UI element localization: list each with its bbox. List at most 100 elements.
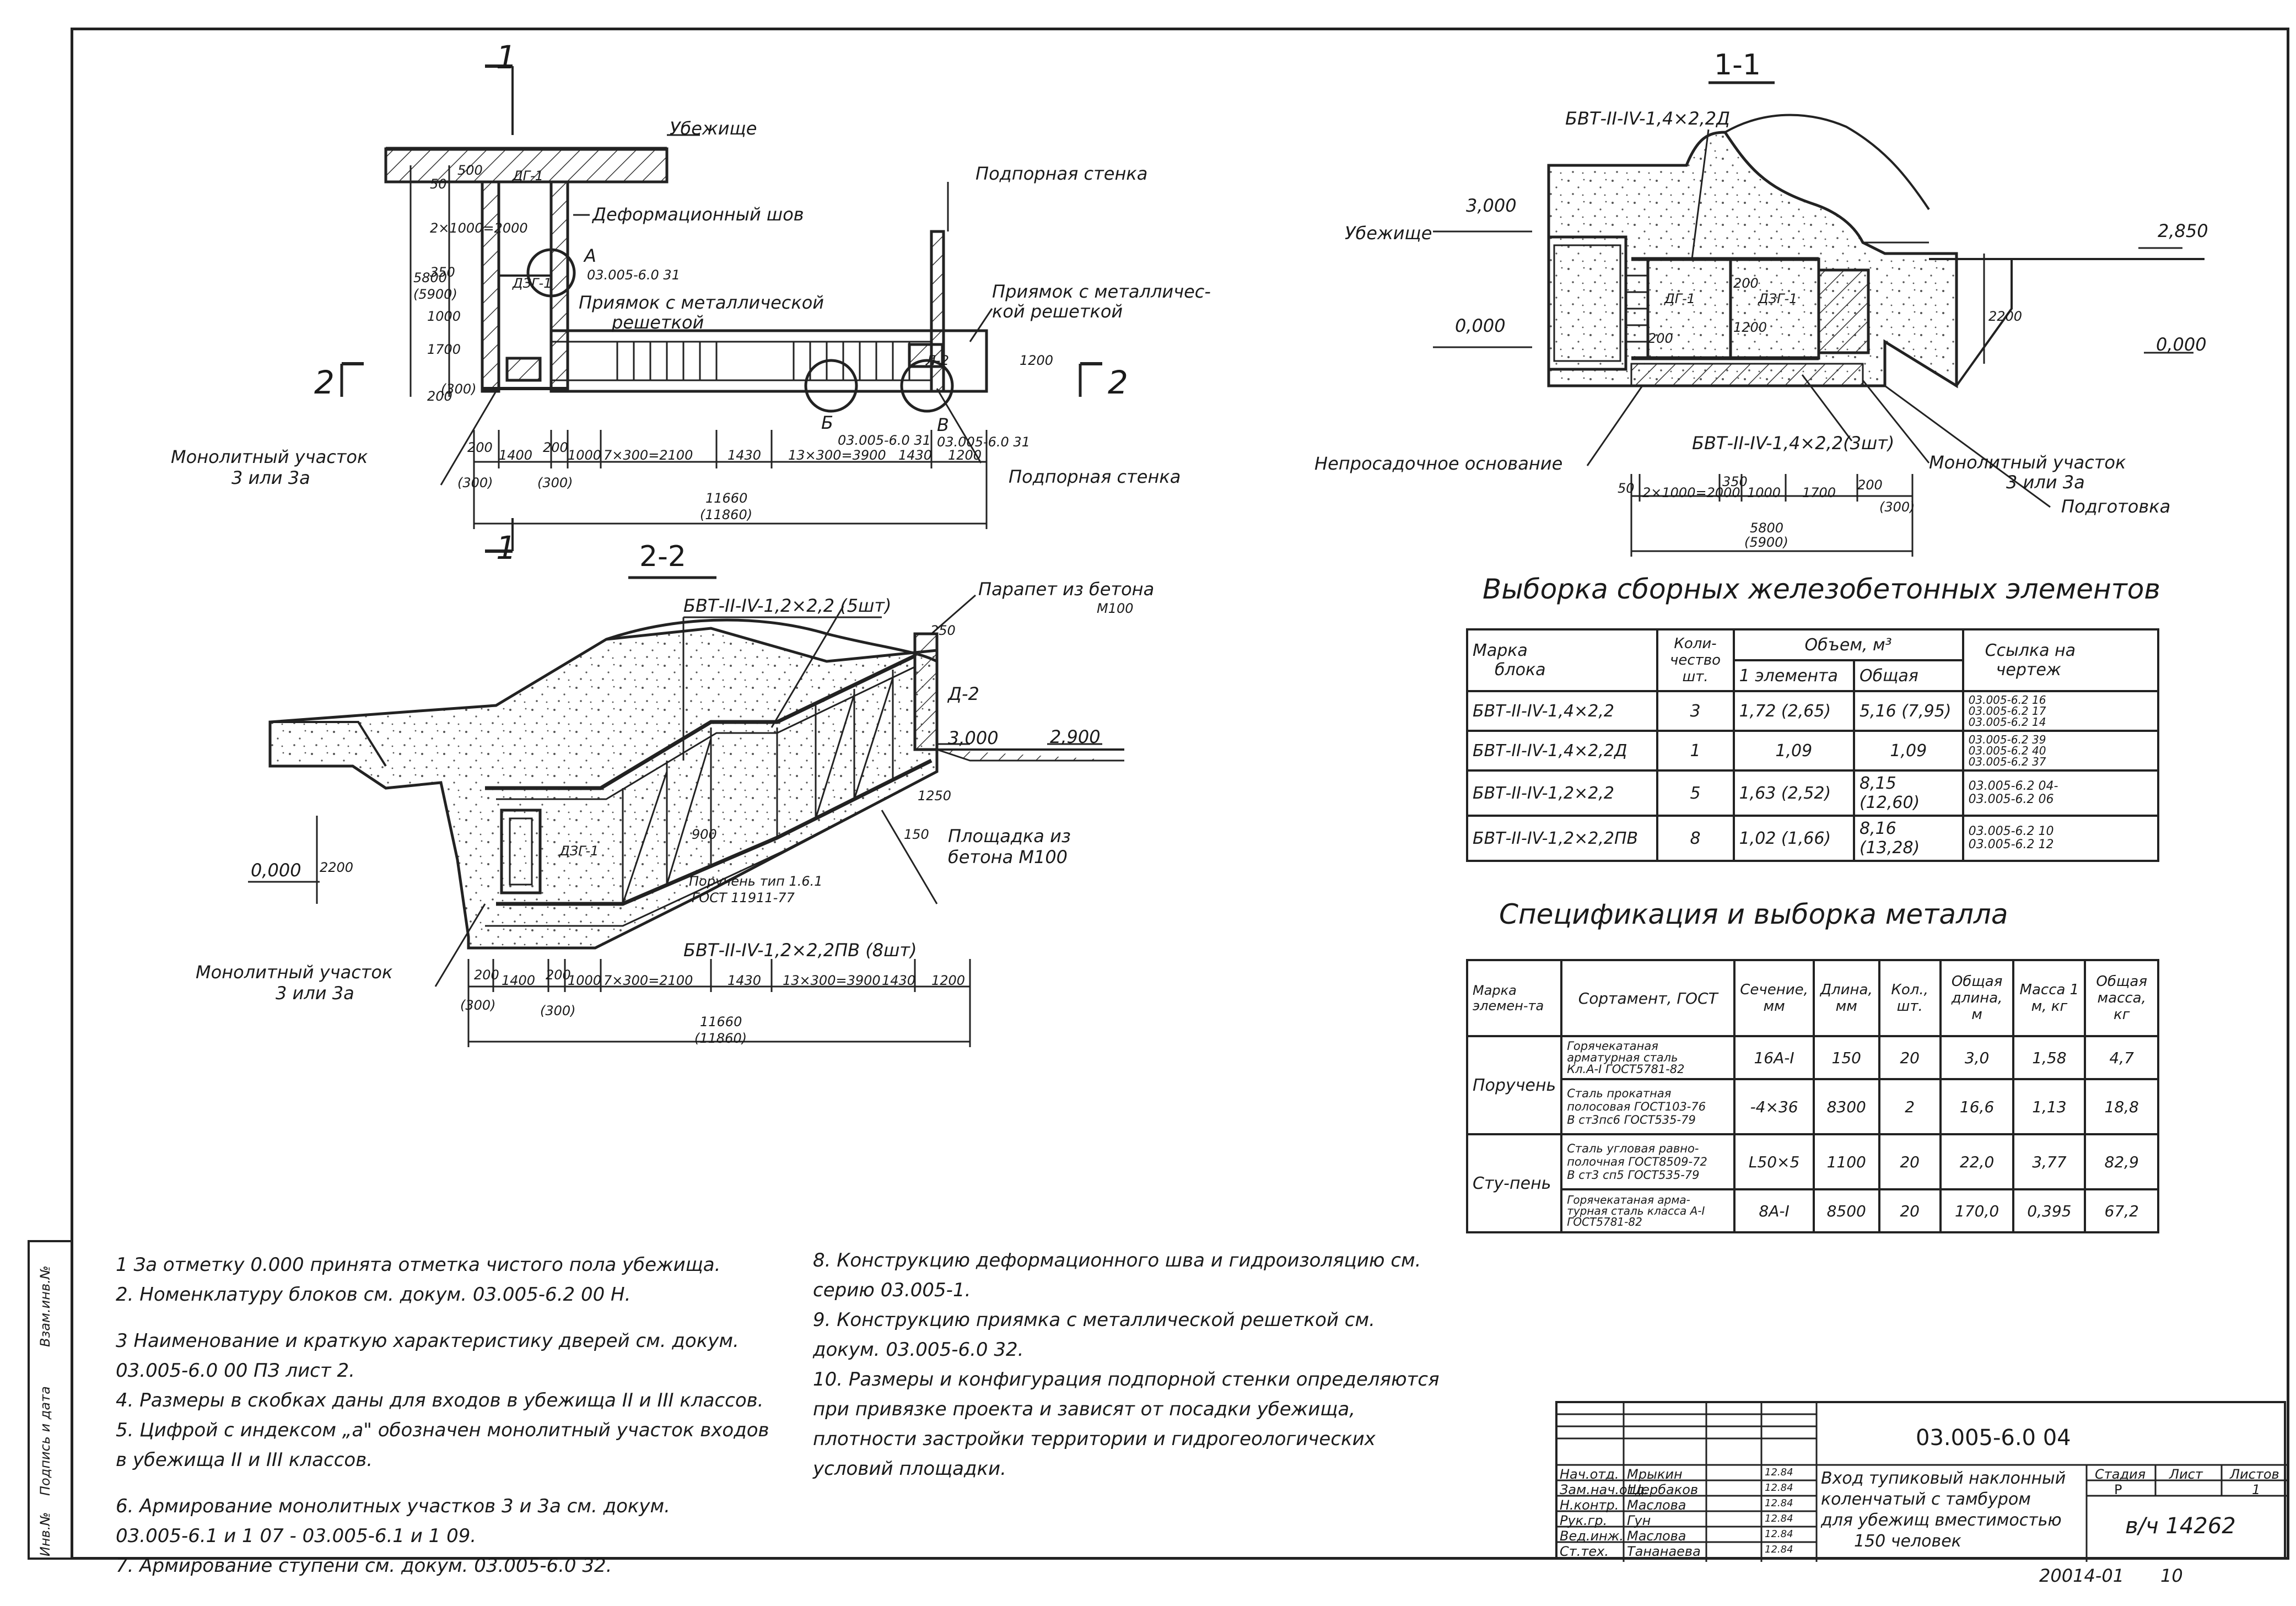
- metal-cell-total-length: 3,0: [1939, 1035, 2015, 1080]
- note-line: 10. Размеры и конфигурация подпорной сте…: [813, 1368, 1440, 1391]
- section-1-1-dim-1000: 1000: [1747, 485, 1781, 500]
- title-block-code: 03.005-6.0 04: [1916, 1425, 2071, 1451]
- metal-col-qty: Кол., шт.: [1878, 959, 1942, 1037]
- metal-sort-line: турная сталь класса А-I: [1567, 1204, 1705, 1217]
- section-1-1-dim-200r: 200: [1857, 477, 1883, 493]
- plan-dim-v350: 350: [430, 265, 455, 280]
- metal-cell-mass1: 0,395: [2012, 1188, 2087, 1233]
- metal-cell-qty: 20: [1878, 1035, 1942, 1080]
- note-line: в убежища II и III классов.: [116, 1449, 373, 1471]
- metal-col-mark: Марка элемен-та: [1465, 959, 1563, 1037]
- precast-row: БВТ-II-IV-1,4×2,2 3 1,72 (2,65) 5,16 (7,…: [1466, 690, 2160, 732]
- section-1-1-monolithic: Монолитный участок: [1929, 452, 2126, 473]
- note-line: 8. Конструкцию деформационного шва и гид…: [813, 1249, 1421, 1271]
- precast-cell-mark: БВТ-II-IV-1,2×2,2: [1466, 769, 1658, 817]
- section-1-1: [1433, 81, 2205, 557]
- section-1-1-dim-350: 350: [1722, 474, 1748, 489]
- precast-row: БВТ-II-IV-1,4×2,2Д 1 1,09 1,09 03.005-6.…: [1466, 730, 2160, 772]
- metal-cell-length: 1100: [1812, 1133, 1880, 1190]
- metal-col-section: Сечение, мм: [1733, 959, 1815, 1037]
- plan-dim-v1700: 1700: [427, 342, 461, 357]
- metal-cell-section: 16А-I: [1733, 1035, 1815, 1080]
- section-2-2-dim-13x300: 13×300=3900: [783, 973, 881, 988]
- metal-sort-line: арматурная сталь: [1567, 1050, 1678, 1064]
- plan-label-deformation-joint: Деформационный шов: [592, 204, 804, 225]
- stamp-date: 12.84: [1765, 1482, 1793, 1494]
- section-1-1-dim-2200: 2200: [1988, 309, 2023, 324]
- plan-section-mark-1-top: 1: [496, 39, 516, 76]
- metal-cell-total-length: 170,0: [1939, 1188, 2015, 1233]
- section-1-1-elev-0000r: 0,000: [2156, 334, 2207, 355]
- plan-label-door-dg: ДГ-1: [513, 168, 544, 184]
- section-1-1-dim-total-alt: (5900): [1744, 535, 1788, 550]
- plan-label-node-v-ref: 03.005-6.0 31: [937, 434, 1030, 450]
- precast-col-qty: Коли-чество шт.: [1656, 628, 1735, 692]
- note-line: 3 Наименование и краткую характеристику …: [116, 1330, 739, 1352]
- stamp-org: в/ч 14262: [2125, 1513, 2236, 1539]
- metal-group-name: Поручень: [1465, 1035, 1563, 1135]
- plan-dim-v5800: 5800: [413, 270, 448, 285]
- section-2-2-platform: Площадка из: [948, 826, 1071, 847]
- plan-dim-total-alt: (11860): [700, 507, 753, 522]
- plan-dim-v300: (300): [441, 381, 477, 397]
- section-2-2-title: 2-2: [639, 540, 686, 573]
- section-1-1-elev-3000: 3,000: [1466, 195, 1517, 216]
- plan-label-node-v: В: [937, 414, 949, 435]
- section-2-2-dim-1200: 1200: [931, 973, 966, 988]
- stamp-date: 12.84: [1765, 1497, 1793, 1509]
- metal-row: Сту-пень Сталь угловая равно-полочная ГО…: [1465, 1133, 2159, 1233]
- section-2-2-bvt-top: БВТ-II-IV-1,2×2,2 (5шт): [683, 595, 892, 616]
- precast-col-mark-line1: Марка: [1473, 641, 1528, 660]
- plan-label-pit-2: решеткой: [612, 312, 704, 333]
- title-block-title: Вход тупиковый наклонный коленчатый с та…: [1821, 1468, 2066, 1552]
- section-2-2-dim-300b: (300): [540, 1003, 576, 1018]
- section-2-2-dim-1000: 1000: [568, 973, 602, 988]
- section-2-2-d2: Д-2: [948, 683, 979, 704]
- metal-cell-total-mass: 82,9: [2084, 1133, 2159, 1190]
- stamp-name: Щербаков: [1627, 1482, 1699, 1497]
- plan-section-mark-2-right: 2: [1108, 364, 1128, 401]
- plan-label-door-dzg: ДЗГ-1: [513, 276, 552, 291]
- metal-sort-line: Горячекатаная: [1567, 1039, 1658, 1053]
- precast-ref-line: 03.005-6.2 17: [1968, 704, 2046, 718]
- metal-col-total-length: Общая длина, м: [1939, 959, 2015, 1037]
- note-line: 03.005-6.0 00 ПЗ лист 2.: [116, 1360, 355, 1382]
- section-2-2-dim-900: 900: [692, 827, 717, 842]
- note-line: 1 За отметку 0.000 принята отметка чисто…: [116, 1254, 721, 1276]
- precast-cell-total: 8,16 (13,28): [1852, 815, 1964, 862]
- section-2-2-parapet-2: М100: [1097, 601, 1134, 616]
- section-1-1-bvt-bottom: БВТ-II-IV-1,4×2,2(3шт): [1692, 433, 1895, 454]
- stamp-role: Рук.гр.: [1560, 1513, 1608, 1528]
- plan-label-l2: Л-2: [926, 353, 949, 368]
- section-1-1-dim-50: 50: [1618, 481, 1635, 496]
- metal-sort-line: Горячекатаная арма-: [1567, 1193, 1690, 1206]
- plan-label-monolithic: Монолитный участок: [171, 446, 368, 467]
- section-2-2-dim-total: 11660: [700, 1014, 742, 1030]
- section-2-2-dim-2200: 2200: [320, 860, 354, 875]
- metal-cell-total-length: 16,6: [1939, 1078, 2015, 1135]
- plan-dim-13x300: 13×300=3900: [788, 448, 886, 463]
- plan-dim-1400: 1400: [499, 448, 533, 463]
- precast-cell-qty: 3: [1656, 690, 1735, 732]
- precast-cell-one: 1,09: [1732, 730, 1855, 772]
- metal-sort-line: В ст3 сп5 ГОСТ535-79: [1567, 1168, 1700, 1182]
- precast-cell-qty: 8: [1656, 815, 1735, 862]
- metal-cell-section: -4×36: [1733, 1078, 1815, 1135]
- metal-cell-qty: 20: [1878, 1188, 1942, 1233]
- note-line: серию 03.005-1.: [813, 1279, 971, 1301]
- note-line: 4. Размеры в скобках даны для входов в у…: [116, 1389, 764, 1411]
- precast-col-volume: Объем, м³: [1732, 628, 1964, 661]
- precast-cell-ref: 03.005-6.2 04-03.005-6.2 06: [1961, 769, 2160, 817]
- metal-table-title: Спецификация и выборка металла: [1499, 898, 2008, 930]
- metal-cell-length: 8300: [1812, 1078, 1880, 1135]
- plan-label-retaining-wall-bottom: Подпорная стенка: [1009, 466, 1181, 487]
- plan-dim-v1200: 1200: [1020, 353, 1054, 368]
- precast-ref-line: 03.005-6.2 37: [1968, 755, 2046, 768]
- metal-table: Марка элемен-та Сортамент, ГОСТ Сечение,…: [1465, 959, 2159, 1233]
- plan-dim-v200: 200: [427, 389, 452, 404]
